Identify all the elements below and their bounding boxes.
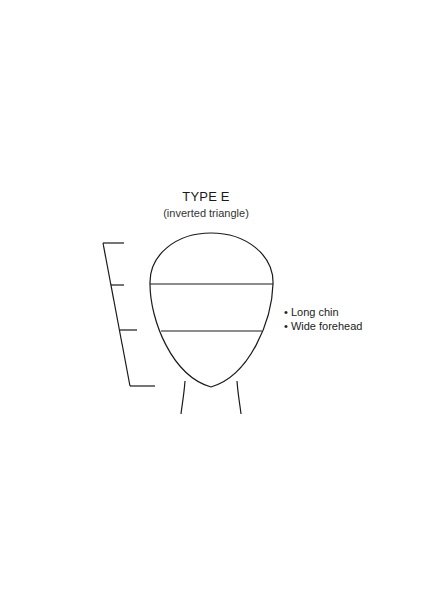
- bracket-tick: [120, 329, 137, 330]
- neck-line: [237, 381, 241, 414]
- note-text: • Long chin: [284, 306, 414, 318]
- head-outline: [150, 233, 273, 387]
- note-text: • Wide forehead: [284, 320, 414, 332]
- diagram-title: TYPE E: [106, 189, 306, 204]
- subtitle: (inverted triangle): [96, 207, 316, 219]
- bracket-tick: [111, 284, 124, 285]
- division-line: [161, 330, 262, 331]
- neck-line: [181, 381, 185, 414]
- bracket-tick: [130, 385, 155, 386]
- bracket-spine: [103, 243, 130, 386]
- division-line: [150, 283, 273, 284]
- bracket-tick: [103, 242, 124, 243]
